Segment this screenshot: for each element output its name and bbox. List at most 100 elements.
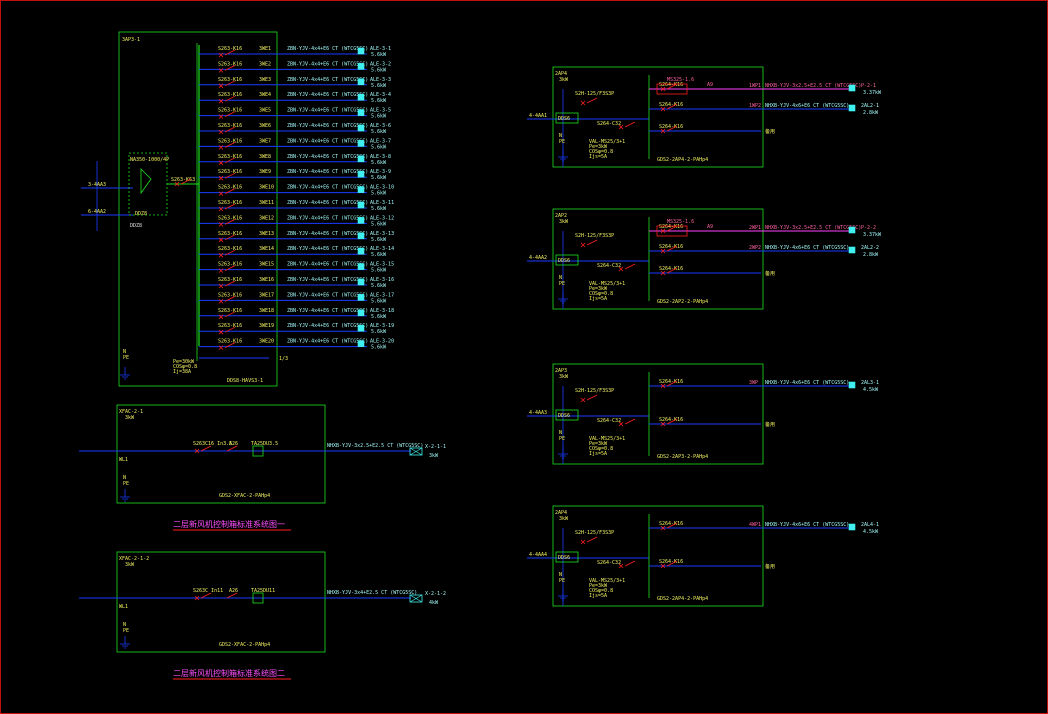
- right-panel-frame: [552, 505, 764, 607]
- main-switch-label: NA350-1000/4P: [130, 157, 169, 163]
- right-main-breaker-label: S2H-125/F3S3P: [575, 233, 614, 239]
- right-calc-label: Pe=3kW: [589, 286, 608, 292]
- feeder-destination: ALE-3-6: [370, 123, 391, 129]
- right-ground-symbol: [558, 446, 568, 459]
- feeder-breaker-label: S263-K16: [218, 215, 242, 221]
- fan-panel-code: GDS2-XFAC-2-PAHp4: [219, 493, 270, 499]
- right-circuit-breaker-blade: [666, 380, 678, 387]
- right-device-label: MS325-1.6: [667, 77, 694, 83]
- right-main-breaker-label: S2H-125/F3S3P: [575, 91, 614, 97]
- feeder-breaker-cross: [218, 83, 224, 89]
- fan-breaker-label: S263C16 In3.5: [193, 441, 232, 447]
- feeder-power: 5.6kW: [371, 283, 387, 289]
- right-circuit-cable: NHXB-YJV-3x2.5+E2.5 CT (WTCG5SC): [765, 83, 861, 89]
- right-calc-label: VAL-MS25/3+1: [589, 578, 625, 584]
- feeder-terminal: [357, 140, 365, 147]
- right-circuit-dest: P-2-1: [861, 83, 876, 89]
- feeder-terminal: [357, 294, 365, 301]
- right-main-breaker-label: S2H-125/F3S3P: [575, 530, 614, 536]
- feeder-cable-spec: ZBN-YJV-4x4+E6 CT (WTCG5SC): [287, 138, 368, 144]
- right-spare-breaker-blade: [666, 418, 678, 425]
- right-main-breaker-cross: [580, 100, 586, 106]
- right-device-box: [656, 83, 688, 95]
- right-spare-breaker-blade: [666, 267, 678, 274]
- fan-dest-power: 4kW: [429, 600, 439, 606]
- feeder-terminal: [357, 217, 365, 224]
- right-np-label: PE: [559, 578, 565, 584]
- feeder-circuit-id: 3WE16: [259, 277, 274, 283]
- right-main-breaker-cross: [580, 397, 586, 403]
- right-meter-label: DDS6: [558, 555, 570, 561]
- main-np-label: N: [123, 349, 126, 355]
- right-circuit-cable: NHXB-YJV-4x6+E6 CT (WTCG5SC): [765, 380, 849, 386]
- right-contact-label: A9: [707, 224, 713, 230]
- right-spare-label: 备用: [765, 270, 775, 277]
- feeder-terminal: [357, 47, 365, 55]
- feeder-circuit-id: 3WE7: [259, 138, 271, 144]
- right-panel-frame: [552, 66, 764, 168]
- feeder-breaker-blade: [224, 65, 236, 71]
- feeder-breaker-cross: [218, 283, 224, 289]
- feeder-breaker-blade: [224, 326, 236, 333]
- right-calc-label: Ijs=5A: [589, 593, 607, 599]
- main-calc-label: Ij=38A: [173, 369, 191, 375]
- right-calc-label: Ijs=5A: [589, 451, 607, 457]
- right-aux-breaker-cross: [618, 266, 624, 272]
- feeder-destination: ALE-3-11: [370, 200, 394, 206]
- fan-np-label: N: [123, 475, 126, 481]
- fan-relay-box: [252, 592, 264, 604]
- fan-np-label: PE: [123, 628, 129, 634]
- fan-panel-head: XFAC-2-1: [119, 409, 143, 415]
- feeder-breaker-label: S263-K16: [218, 92, 242, 98]
- main-calc-label: Pe=30kW: [173, 359, 195, 365]
- right-calc-label: COSφ=0.8: [589, 291, 613, 297]
- feeder-terminal: [357, 170, 365, 178]
- right-device-label: MS325-1.6: [667, 219, 694, 225]
- right-calc-label: Pe=3kW: [589, 441, 608, 447]
- feeder-destination: ALE-3-13: [370, 231, 394, 237]
- right-panel-power: 3kW: [559, 374, 569, 380]
- feeder-terminal: [357, 155, 365, 163]
- right-panel-power: 3kW: [559, 77, 569, 83]
- right-meter-label: DDS6: [558, 413, 570, 419]
- right-calc-label: VAL-MS25/3+1: [589, 139, 625, 145]
- right-circuit-power: 3.37kW: [863, 232, 882, 238]
- right-spare-label: 备用: [765, 421, 775, 428]
- feeder-circuit-id: 3WE11: [259, 200, 274, 206]
- right-calc-label: COSφ=0.8: [589, 446, 613, 452]
- right-main-breaker-blade: [586, 536, 598, 543]
- feeder-terminal: [357, 186, 365, 193]
- right-circuit-power: 2.8kW: [863, 110, 879, 116]
- feeder-cable-spec: ZBN-YJV-4x4+E6 CT (WTCG5SC): [287, 200, 368, 206]
- right-device-box: [656, 225, 688, 237]
- feeder-breaker-cross: [218, 160, 224, 166]
- feeder-breaker-cross: [218, 68, 224, 73]
- right-np-label: N: [559, 275, 562, 281]
- right-circuit-breaker-label: S264-K16: [659, 82, 683, 88]
- feeder-cable-spec: ZBN-YJV-4x4+E6 CT (WTCG5SC): [287, 108, 368, 114]
- feeder-breaker-label: S263-K16: [218, 154, 242, 160]
- right-main-breaker-cross: [580, 539, 586, 545]
- right-calc-label: Ijs=5A: [589, 154, 607, 160]
- feeder-power: 5.6kW: [371, 237, 387, 243]
- right-np-label: N: [559, 430, 562, 436]
- feeder-breaker-blade: [224, 188, 236, 194]
- right-circuit-id: 2WP2: [749, 245, 761, 251]
- feeder-breaker-label: S263-K16: [218, 169, 242, 175]
- feeder-breaker-cross: [218, 252, 224, 258]
- feeder-power: 5.6kW: [371, 52, 387, 58]
- feeder-power: 5.6kW: [371, 114, 387, 120]
- fan-panel-frame: [116, 551, 326, 653]
- feeder-terminal: [357, 63, 365, 70]
- feeder-breaker-cross: [218, 314, 224, 320]
- feeder-circuit-id: 3WE6: [259, 123, 271, 129]
- feeder-cable-spec: ZBN-YJV-4x4+E6 CT (WTCG5SC): [287, 61, 368, 67]
- right-main-breaker-label: S2H-125/F3S3P: [575, 388, 614, 394]
- feeder-terminal: [357, 340, 365, 347]
- right-circuit-breaker-blade: [666, 522, 678, 529]
- feeder-cable-spec: ZBN-YJV-4x4+E6 CT (WTCG5SC): [287, 169, 368, 175]
- feeder-breaker-blade: [224, 80, 236, 87]
- main-code: DDZ8: [130, 223, 142, 229]
- feeder-cable-spec: ZBN-YJV-4x4+E6 CT (WTCG5SC): [287, 323, 368, 329]
- feeder-breaker-label: S263-K16: [218, 123, 242, 129]
